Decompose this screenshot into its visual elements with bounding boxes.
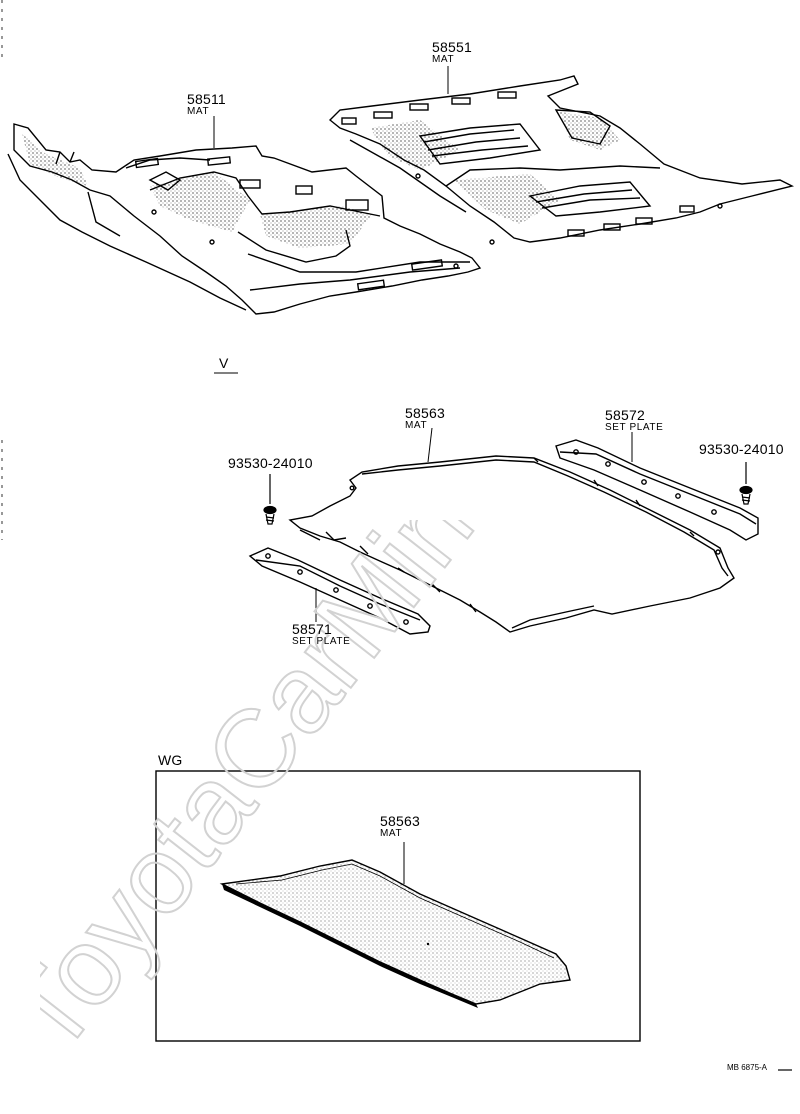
wg-section-box [155, 770, 641, 1042]
part-number-58563: 58563 [405, 405, 445, 421]
part-number-58551: 58551 [432, 39, 472, 55]
rear-mat-shading [370, 112, 620, 224]
part-number-58572: 58572 [605, 407, 645, 423]
part-name-58563: MAT [405, 420, 428, 431]
part-name-58511: MAT [187, 106, 210, 117]
rear-floor-mat-58551-drawing [328, 75, 795, 245]
part-number-58571: 58571 [292, 621, 332, 637]
part-number-58511: 58511 [187, 91, 226, 107]
part-name-58572: SET PLATE [605, 422, 664, 433]
leader-58563-v [427, 427, 433, 463]
wg-mat-58563-drawing [219, 859, 571, 1008]
part-number-screw-left: 93530-24010 [228, 455, 313, 471]
set-plate-58571-drawing [248, 547, 431, 635]
v-mat-58563-drawing [288, 455, 735, 633]
screw-right-drawing [739, 462, 753, 505]
section-label-v: V [219, 355, 229, 371]
part-name-58571: SET PLATE [292, 636, 351, 647]
front-mat-shading [22, 134, 372, 248]
part-number-58563-wg: 58563 [380, 813, 420, 829]
part-name-58563-wg: MAT [380, 828, 403, 839]
screw-left-drawing [263, 474, 277, 525]
part-number-screw-right: 93530-24010 [699, 441, 784, 457]
section-label-wg: WG [158, 752, 183, 768]
set-plate-58572-drawing [555, 439, 759, 541]
part-name-58551: MAT [432, 54, 455, 65]
diagram-code: MB 6875-A [727, 1063, 768, 1072]
